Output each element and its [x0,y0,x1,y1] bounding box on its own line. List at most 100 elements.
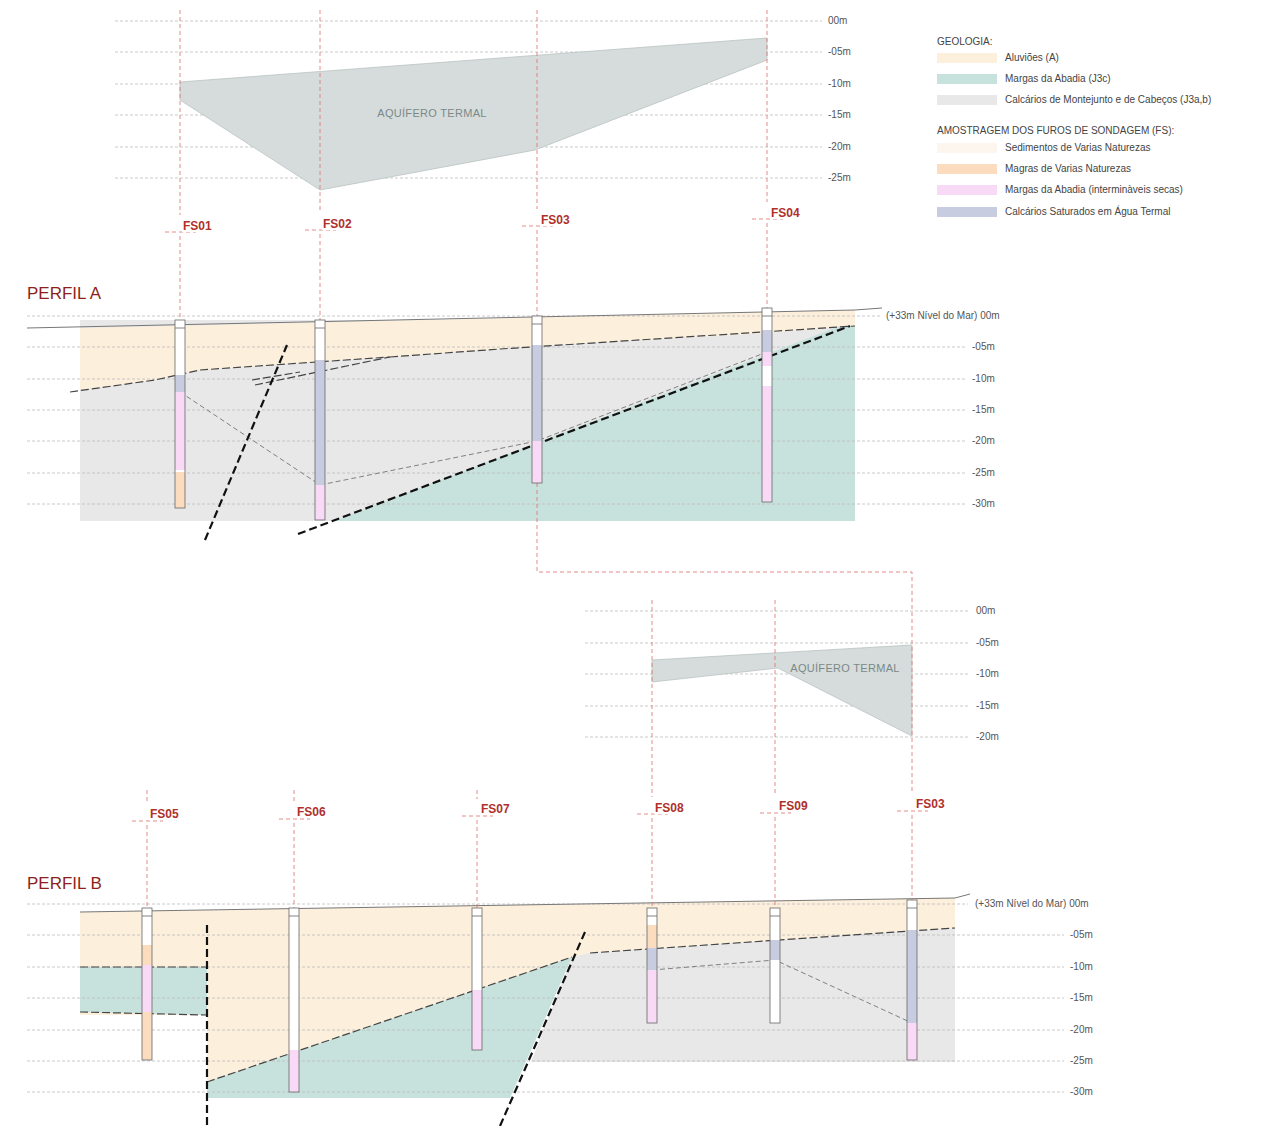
depth-label: -30m [972,498,995,510]
borehole-segment [647,925,657,948]
borehole-segment [907,900,917,1060]
legend-text: Calcários Saturados em Água Termal [1005,206,1170,218]
borehole-cap [175,328,185,329]
borehole-segment [647,948,657,970]
borehole-segment [175,392,185,470]
borehole-segment [907,1023,917,1060]
depth-label: -05m [828,46,851,58]
borehole-label: FS04 [770,207,801,219]
borehole-label: FS05 [149,808,180,820]
aquifer-zone: AQUÍFERO TERMAL [790,658,899,676]
borehole-segment [472,908,482,1050]
depth-label: 00m [976,605,995,617]
borehole-segment [762,386,772,404]
borehole-segment [175,472,185,508]
borehole-segment [770,940,780,960]
depth-label: -20m [828,141,851,153]
depth-label: -15m [828,109,851,121]
legend-swatch [937,143,997,153]
legend-swatch [937,185,997,195]
depth-label: -10m [972,373,995,385]
borehole-segment [762,308,772,502]
depth-label: -20m [972,435,995,447]
depth-label: -30m [1070,1086,1093,1098]
depth-label: -20m [976,731,999,743]
borehole-cap [289,916,299,917]
borehole-segment [142,1012,152,1060]
legend-swatch [937,95,997,105]
borehole-segment [532,441,542,483]
borehole-label: FS02 [322,218,353,230]
depth-label: -10m [976,668,999,680]
borehole-segment [315,320,325,520]
legend-heading: AMOSTRAGEM DOS FUROS DE SONDAGEM (FS): [937,125,1174,137]
borehole-segment [315,360,325,485]
borehole-label: FS03 [915,798,946,810]
borehole-cap [770,916,780,917]
borehole-segment [647,908,657,1023]
legend-swatch [937,74,997,84]
borehole-segment [142,908,152,1060]
borehole-cap [762,316,772,317]
legend-swatch [937,207,997,217]
borehole-segment [315,320,325,520]
borehole-cap [532,324,542,325]
borehole-segment [770,908,780,1023]
depth-label: (+33m Nível do Mar) 00m [973,898,1091,910]
borehole-segment [175,320,185,508]
depth-label: -25m [1070,1055,1093,1067]
depth-label: -15m [1070,992,1093,1004]
depth-label: 00m [828,15,847,27]
legend-heading: GEOLOGIA: [937,36,993,48]
borehole-segment [762,308,772,502]
depth-label: -05m [976,637,999,649]
borehole-segment [175,375,185,392]
borehole-label: FS08 [654,802,685,814]
borehole-segment [532,316,542,483]
borehole-segment [762,404,772,502]
section-title: PERFIL B [27,874,102,894]
borehole-label: FS09 [778,800,809,812]
borehole-segment [315,485,325,520]
legend-text: Sedimentos de Varias Naturezas [1005,142,1150,154]
legend-swatch [937,164,997,174]
legend-text: Margas da Abadia (interminàveis secas) [1005,184,1183,196]
legend-text: Aluviões (A) [1005,52,1059,64]
legend-text: Margas da Abadia (J3c) [1005,73,1111,85]
borehole-cap [142,916,152,917]
borehole-cap [315,328,325,329]
borehole-segment [907,900,917,1060]
borehole-segment [647,908,657,1023]
aquifer-zone: AQUÍFERO TERMAL [377,103,486,121]
borehole-label: FS06 [296,806,327,818]
borehole-segment [647,970,657,1023]
depth-label: -15m [976,700,999,712]
borehole-cap [472,916,482,917]
depth-label: -10m [1070,961,1093,973]
legend-text: Calcários de Montejunto e de Cabeços (J3… [1005,94,1211,106]
borehole-segment [289,908,299,1092]
borehole-label: FS01 [182,220,213,232]
depth-label: -05m [1070,929,1093,941]
borehole-cap [907,908,917,909]
borehole-segment [770,908,780,1023]
borehole-segment [289,1050,299,1092]
borehole-segment [289,908,299,1092]
borehole-segment [762,330,772,352]
zone-label: AQUÍFERO TERMAL [377,107,486,119]
borehole-segment [532,316,542,483]
borehole-segment [472,908,482,1050]
legend-swatch [937,53,997,63]
depth-label: -25m [972,467,995,479]
borehole-segment [532,345,542,441]
borehole-segment [142,965,152,1012]
borehole-segment [907,930,917,1023]
depth-label: -25m [828,172,851,184]
zone-label: AQUÍFERO TERMAL [790,662,899,674]
borehole-label: FS07 [480,803,511,815]
legend-text: Magras de Varias Naturezas [1005,163,1131,175]
borehole-segment [175,320,185,508]
borehole-segment [472,990,482,1050]
depth-label: -15m [972,404,995,416]
section-title: PERFIL A [27,284,101,304]
